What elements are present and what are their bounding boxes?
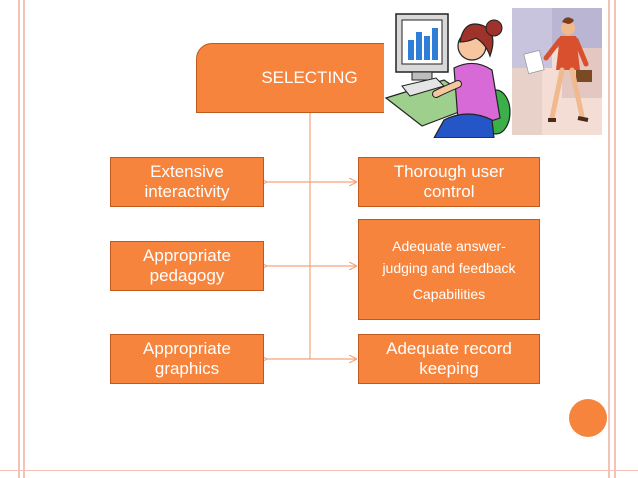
woman-at-computer-image [384,8,512,138]
box-label: Adequate answer- judging and feedback [382,238,516,277]
box-label: Thorough user control [393,161,505,201]
box-label: Extensive interactivity [144,161,230,201]
box-label: Adequate record keeping [386,338,512,378]
box-label: Appropriate pedagogy [143,245,231,285]
businesswoman-walking-image [512,8,602,135]
box-adequate-record-keeping: Adequate record keeping [358,334,540,384]
box-thorough-user-control: Thorough user control [358,157,540,207]
box-extensive-interactivity: Extensive interactivity [110,157,264,207]
box-answer-judging-feedback: Adequate answer- judging and feedback Ca… [358,219,540,320]
box-label-capabilities: Capabilities [412,285,486,302]
frame-line-left-1 [18,0,20,478]
selecting-label: SELECTING [261,67,358,87]
frame-line-right-1 [608,0,610,478]
frame-line-left-2 [23,0,25,478]
box-label: Appropriate graphics [143,338,231,378]
box-appropriate-graphics: Appropriate graphics [110,334,264,384]
frame-line-right-2 [614,0,616,478]
box-appropriate-pedagogy: Appropriate pedagogy [110,241,264,291]
decorative-orange-circle [569,399,607,437]
frame-line-bottom [0,470,638,471]
